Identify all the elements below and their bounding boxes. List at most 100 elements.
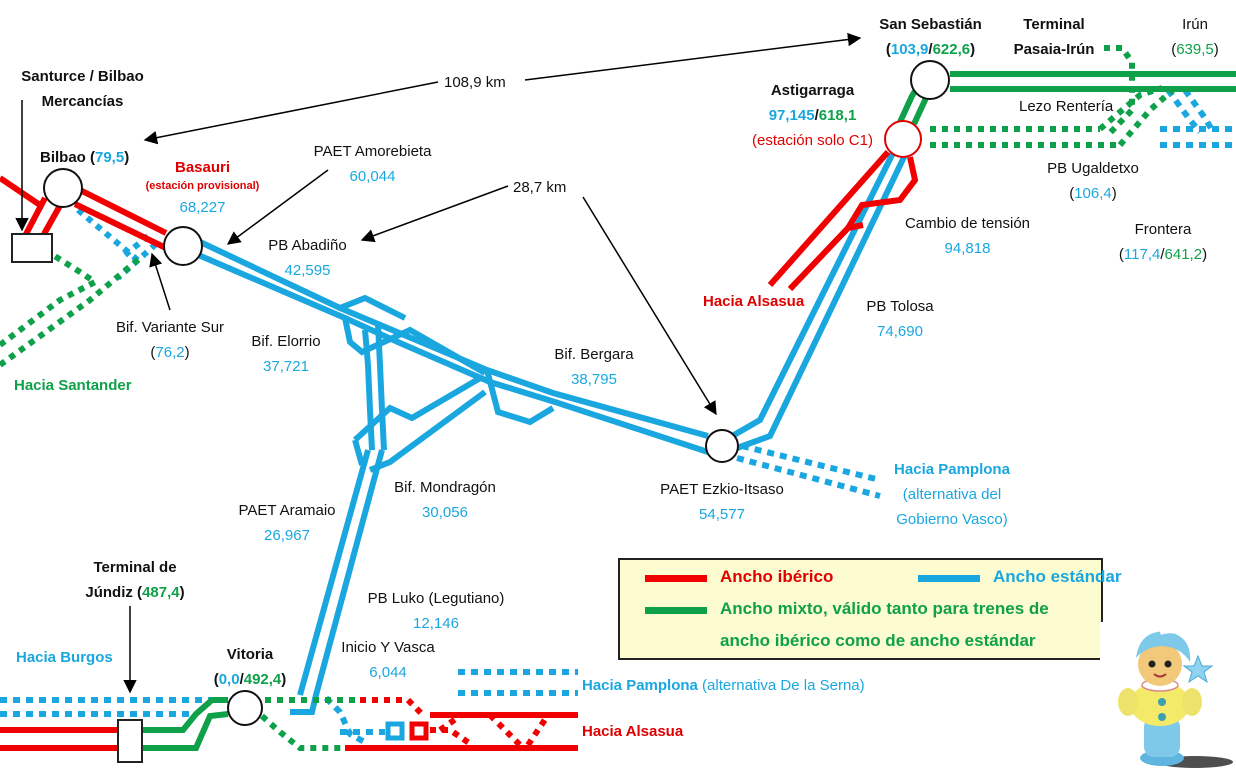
- legend-swatch-iberian: [645, 575, 707, 582]
- station-astigarraga[interactable]: [884, 120, 922, 158]
- bergara-km: 38,795: [571, 371, 617, 388]
- station-ezkio[interactable]: [705, 429, 739, 463]
- terminal-santurce-box[interactable]: [11, 233, 53, 263]
- station-basauri[interactable]: [163, 226, 203, 266]
- label-pasaia: Terminal Pasaia-Irún: [1004, 15, 1104, 59]
- track-elorrio-mondragon-b: [375, 323, 387, 451]
- santurce-name-line1: Santurce / Bilbao: [21, 68, 144, 85]
- terminal-marker-blue: [385, 721, 405, 741]
- mondragon-name: Bif. Mondragón: [394, 479, 496, 496]
- pasaia-name-line1: Terminal: [1023, 16, 1085, 33]
- basauri-km: 68,227: [179, 199, 226, 216]
- san-sebastian-km-mixed: 622,6: [932, 41, 971, 58]
- pamplona-gv-line3: Gobierno Vasco): [896, 511, 1008, 528]
- track-mondragon-bergara-a: [352, 374, 484, 443]
- label-lezo: Lezo Rentería: [1019, 98, 1114, 115]
- cambio-km: 94,818: [944, 240, 991, 257]
- track-mondragon-vitoria-a: [297, 449, 371, 696]
- station-vitoria[interactable]: [227, 690, 263, 726]
- track-mondragon-loop: [352, 439, 365, 466]
- stations: [43, 60, 950, 726]
- track-vitoria-jundiz-b: [140, 711, 229, 751]
- amorebieta-km: 60,044: [349, 168, 396, 185]
- direction-burgos: Hacia Burgos: [16, 649, 113, 666]
- cambio-name: Cambio de tensión: [904, 215, 1031, 232]
- arrow-variante-sur: [149, 252, 171, 311]
- label-inicio-y: Inicio Y Vasca 6,044: [332, 638, 444, 682]
- astigarraga-name: Astigarraga: [770, 82, 855, 99]
- direction-alsasua-south: Hacia Alsasua: [582, 723, 684, 740]
- label-irun: Irún (639,5): [1160, 15, 1230, 59]
- pamplona-serna-title: Hacia Pamplona: [582, 677, 698, 694]
- track-basauri-ezkio-b: [194, 251, 709, 455]
- irun-name: Irún: [1182, 16, 1208, 33]
- track-mondragon-bergara-b: [368, 389, 487, 473]
- ugaldetxo-name: PB Ugaldetxo: [1047, 160, 1139, 177]
- pasaia-name-line2: Pasaia-Irún: [1013, 41, 1095, 58]
- frontera-name: Frontera: [1134, 221, 1192, 238]
- label-basauri: Basauri (estación provisional) 68,227: [140, 158, 265, 217]
- track-ezkio-astigarraga-a: [732, 151, 896, 438]
- vitoria-sep: /: [239, 671, 244, 688]
- standard-planned-irun: [1160, 88, 1236, 148]
- standard-gauge-lines: [0, 88, 1236, 747]
- distance-28-7: 28,7 km: [513, 179, 567, 196]
- label-vitoria: Vitoria (0,0/492,4): [195, 645, 305, 689]
- abadino-km: 42,595: [284, 262, 331, 279]
- ugaldetxo-open: (: [1069, 185, 1075, 202]
- legend: Ancho ibérico Ancho estándar Ancho mixto…: [618, 558, 1121, 660]
- mixed-gauge-lines: [0, 45, 1236, 751]
- label-bergara: Bif. Bergara 38,795: [544, 345, 644, 389]
- pamplona-gv-line2: (alternativa del: [902, 486, 1002, 503]
- legend-mixed-line2: ancho ibérico como de ancho estándar: [720, 631, 1036, 650]
- track-ezkio-astigarraga-b: [735, 153, 908, 451]
- pamplona-serna-note: (alternativa De la Serna): [697, 677, 865, 694]
- station-sansebastian[interactable]: [910, 60, 950, 100]
- tolosa-km: 74,690: [877, 323, 923, 340]
- standard-planned-pamplona-gv: [736, 443, 881, 499]
- ezkio-km: 54,577: [699, 506, 745, 523]
- san-sebastian-sep: /: [928, 41, 933, 58]
- irun-open: (: [1171, 41, 1177, 58]
- label-variante-sur: Bif. Variante Sur (76,2): [100, 318, 240, 362]
- arrow-amorebieta: [226, 169, 329, 245]
- label-abadino: PB Abadiño 42,595: [255, 236, 360, 280]
- legend-swatch-standard: [918, 575, 980, 582]
- frontera-km-std: 117,4: [1123, 246, 1161, 263]
- standard-planned-burgos: [0, 697, 230, 717]
- standard-planned-pamplona-serna: [323, 669, 578, 747]
- track-bilbao-west: [0, 175, 42, 208]
- doll-figurine-drawing: [1118, 627, 1233, 768]
- tolosa-name: PB Tolosa: [866, 298, 934, 315]
- variante-sur-km: 76,2: [155, 344, 185, 361]
- ugaldetxo-km: 106,4: [1074, 185, 1112, 202]
- label-san-sebastian: San Sebastián (103,9/622,6): [868, 15, 993, 59]
- bilbao-km: 79,5: [95, 149, 125, 166]
- track-basauri-ezkio-a: [194, 237, 709, 439]
- variante-sur-close: ): [184, 344, 190, 361]
- vitoria-km-std: 0,0: [218, 671, 240, 688]
- direction-santander: Hacia Santander: [14, 377, 132, 394]
- terminal-marker-red: [409, 721, 429, 741]
- track-astigarraga-alsasua-a: [767, 150, 891, 287]
- track-vitoria-jundiz-a: [140, 697, 228, 733]
- ugaldetxo-close: ): [1111, 185, 1117, 202]
- station-bilbao[interactable]: [43, 168, 83, 208]
- astigarraga-km-mixed: 618,1: [818, 107, 857, 124]
- irun-close: ): [1213, 41, 1219, 58]
- terminal-jundiz-box[interactable]: [117, 719, 143, 763]
- label-jundiz: Terminal de Júndiz (487,4): [75, 558, 195, 602]
- distance-108-9: 108,9 km: [444, 74, 506, 91]
- legend-iberian: Ancho ibérico: [720, 567, 834, 586]
- bilbao-name: Bilbao (: [40, 149, 95, 166]
- track-bilbao-basauri-a: [78, 187, 168, 236]
- elorrio-name: Bif. Elorrio: [251, 333, 321, 350]
- frontera-close: ): [1202, 246, 1208, 263]
- jundiz-km: 487,4: [142, 584, 180, 601]
- label-aramaio: PAET Aramaio 26,967: [228, 501, 346, 545]
- aramaio-name: PAET Aramaio: [238, 502, 336, 519]
- iberian-crossovers: [360, 697, 551, 748]
- label-luko: PB Luko (Legutiano) 12,146: [352, 589, 520, 633]
- doll-figurine-image: [1100, 622, 1236, 771]
- frontera-sep: /: [1160, 246, 1165, 263]
